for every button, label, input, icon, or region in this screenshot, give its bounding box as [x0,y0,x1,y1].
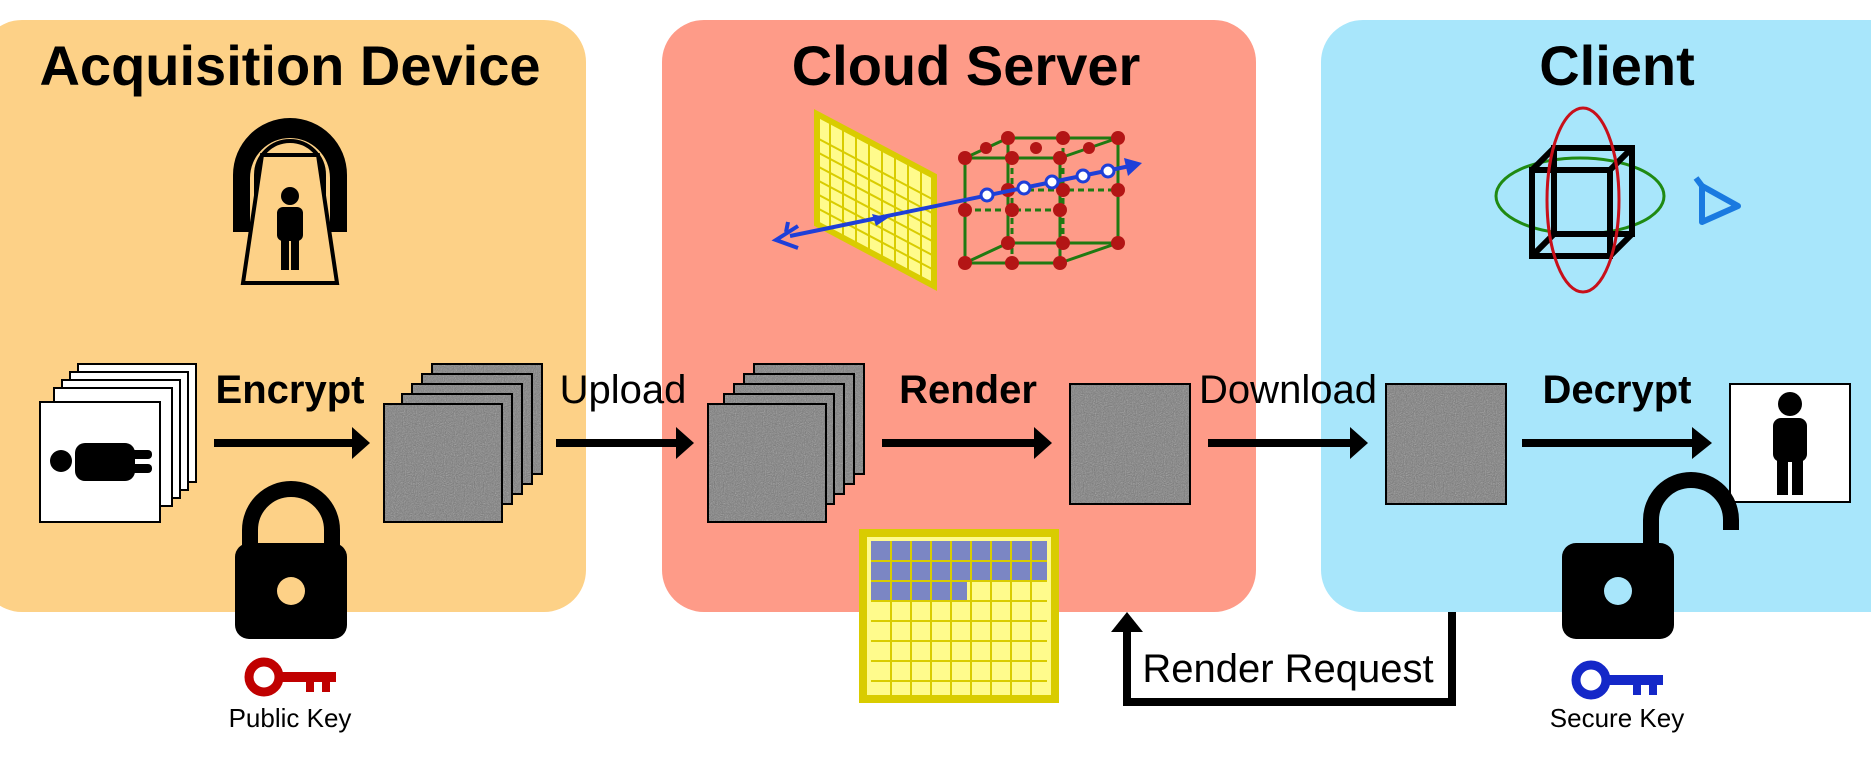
encrypted-rendered-image [1069,383,1191,505]
cloud-server-panel [662,20,1256,612]
encrypt-label: Encrypt [216,368,365,412]
render-request-label: Render Request [1142,647,1433,691]
upload-label: Upload [560,368,687,412]
received-encrypted-stack [707,363,865,523]
render-label: Render [899,368,1037,412]
public-key-label: Public Key [229,703,352,733]
public-key-icon [244,657,336,697]
downloaded-encrypted-image [1385,383,1507,505]
image-plane-icon [814,109,937,291]
person-icon [1773,392,1807,495]
lock-icon [235,481,347,639]
scan-slices-stack [39,363,197,523]
acquisition-title: Acquisition Device [39,34,540,97]
acquisition-panel [0,20,586,612]
secure-key-icon [1571,660,1663,700]
render-progress-grid [859,529,1059,703]
render-request-arrow [1111,612,1456,706]
client-title: Client [1539,34,1695,97]
unlock-icon [1562,472,1739,639]
view-ray [789,158,1142,238]
client-panel [1321,20,1871,612]
decrypt-label: Decrypt [1543,368,1692,412]
decrypted-image [1729,383,1851,503]
secure-key-label: Secure Key [1550,703,1684,733]
viewer-eye-icon [1693,176,1741,225]
camera-eye-icon [771,221,800,250]
client-volume-icon [1494,106,1666,294]
ct-scanner-icon [233,118,347,285]
patient-icon [50,443,152,481]
encrypted-slices-stack [383,363,543,523]
download-label: Download [1199,368,1377,412]
cloud-server-title: Cloud Server [792,34,1141,97]
